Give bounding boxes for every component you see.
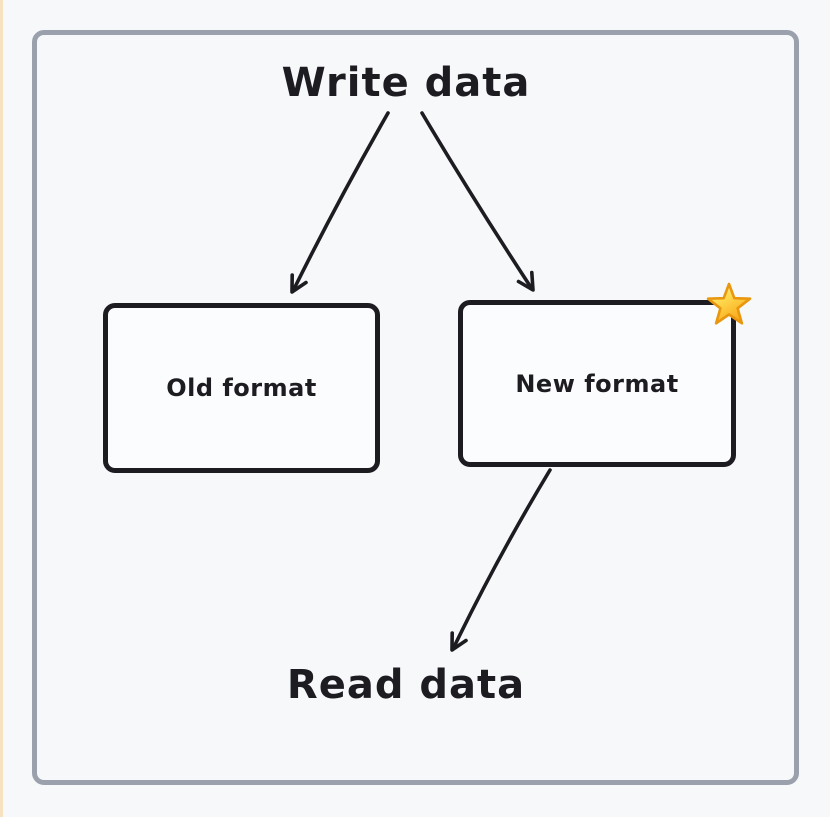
write-data-label[interactable]: Write data — [281, 60, 531, 106]
node-old-format-label: Old format — [166, 374, 317, 402]
diagram-frame[interactable] — [32, 30, 799, 785]
star-icon[interactable] — [705, 281, 753, 328]
node-new-format[interactable]: New format — [458, 282, 752, 467]
arrow-write-to-new-format[interactable] — [420, 111, 535, 292]
node-new-format-label: New format — [515, 369, 679, 398]
left-edge-strip — [0, 0, 3, 817]
arrow-new-format-to-read[interactable] — [450, 468, 552, 652]
read-data-label[interactable]: Read data — [286, 662, 526, 708]
node-old-format[interactable]: Old format — [103, 303, 380, 473]
arrow-write-to-old-format[interactable] — [290, 111, 390, 294]
